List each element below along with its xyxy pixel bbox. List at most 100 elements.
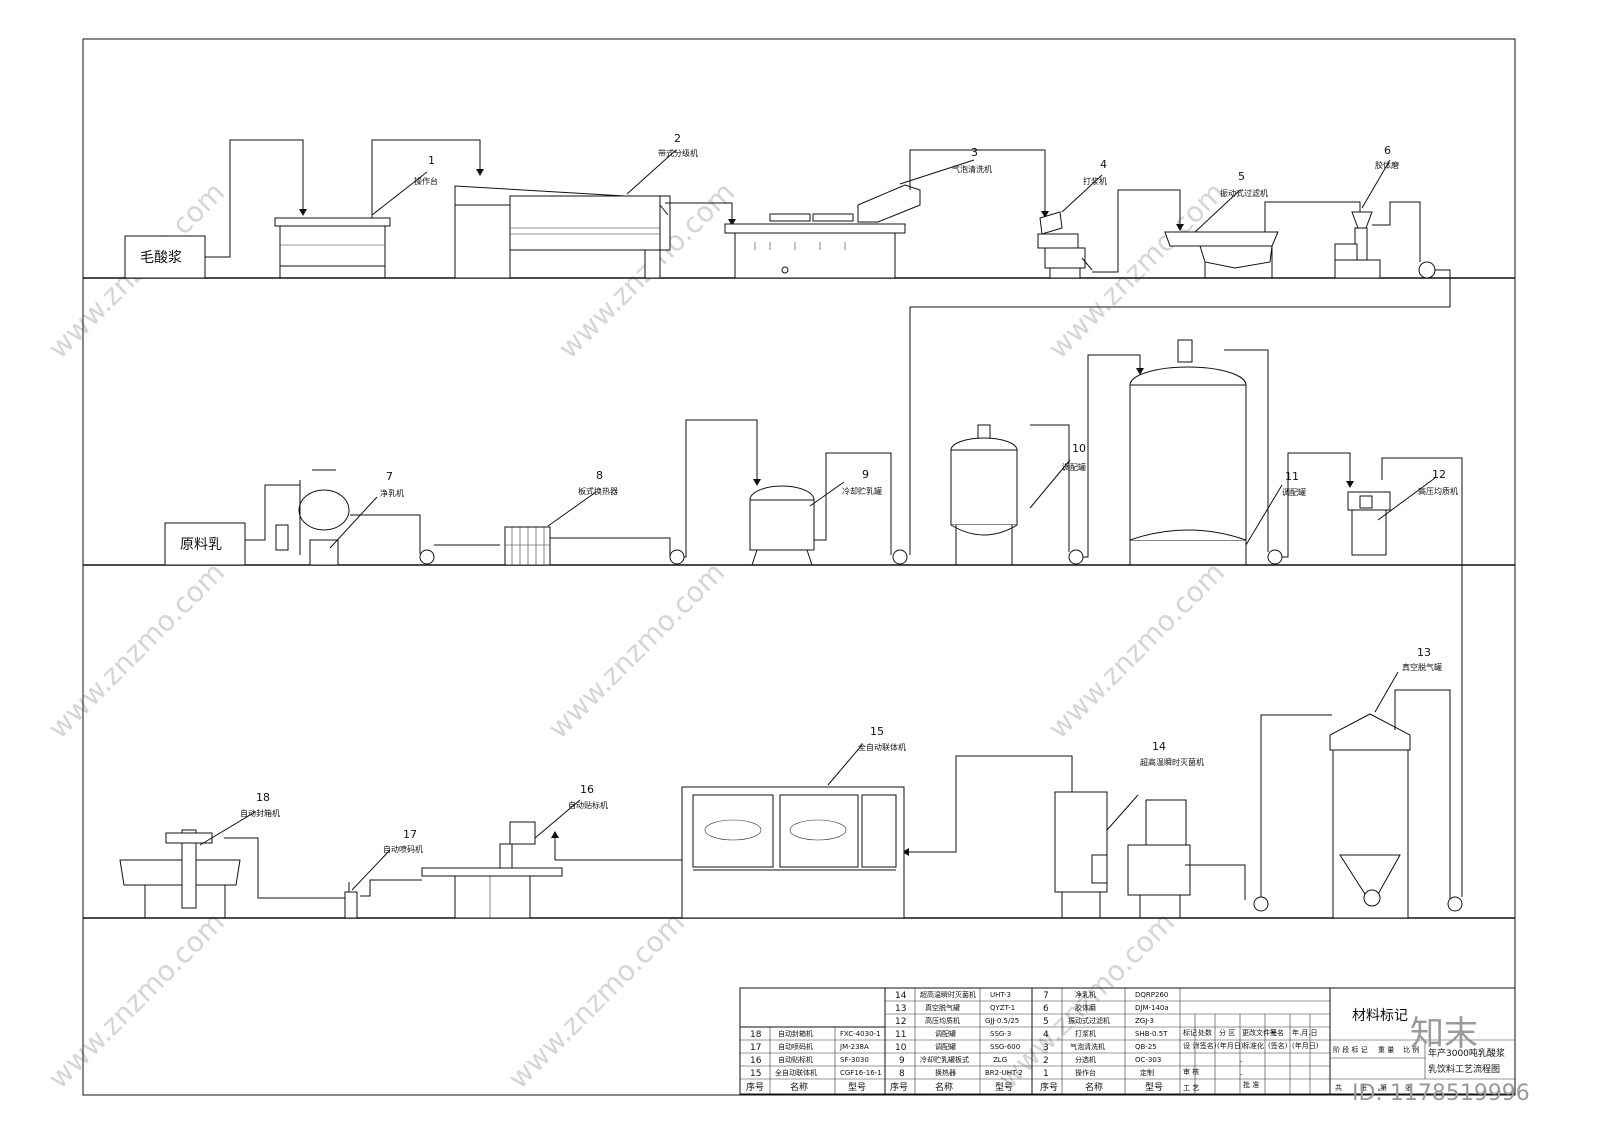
eq-no-18: 18 [256,791,270,804]
table-cell-text: GJJ-0.5/25 [985,1017,1019,1025]
table-cell-text: 3 [1043,1043,1049,1053]
table-cell-text: CGF16-16-1 [840,1069,882,1077]
table-cell-text: SSG-3 [990,1030,1011,1038]
table-cell-text: 审 核 [1183,1067,1199,1076]
table-cell-text: 型号 [848,1082,866,1093]
table-cell-text: (签名) [1197,1041,1217,1050]
table-cell-text: 标记 [1183,1028,1197,1037]
eq-name-4: 打浆机 [1083,176,1107,186]
eq-name-6: 胶体磨 [1375,160,1399,170]
svg-text:-: - [1240,1071,1243,1079]
title-block: 材料标记 阶 段 标 记 重 量 比 例 共 张 第 张 年产3000吨乳酸浆 … [1329,987,1516,1095]
table-cell-text: 比 例 [1403,1045,1419,1054]
bom-table: 18 自动封箱机 FXC-4030-1 17 自动喷码机 JM-238A 16 … [739,987,1331,1095]
drawing-title-line1: 年产3000吨乳酸浆 [1428,1047,1505,1059]
table-cell-text: 2 [1043,1056,1049,1066]
watermark-layer: www.znzmo.com www.znzmo.com www.znzmo.co… [42,176,1231,1095]
eq-no-13: 13 [1417,646,1431,659]
table-cell-text: 4 [1043,1030,1049,1040]
table-cell-text: 16 [750,1056,762,1066]
table-cell-text: 重 量 [1378,1046,1394,1054]
table-cell-text: SHB-0.5T [1135,1030,1168,1038]
table-cell-text: 更改文件号 [1242,1028,1277,1037]
table-cell-text: FXC-4030-1 [840,1030,881,1038]
table-cell-text: 名称 [935,1081,953,1093]
table-cell-text: 换热器 [935,1068,956,1077]
table-cell-text: 年.月.日 [1292,1028,1317,1037]
table-cell-text: 自动封箱机 [778,1029,813,1038]
eq-name-2: 带式分级机 [658,148,698,158]
table-cell-text: 序号 [1040,1081,1058,1093]
drawing-title-line2: 乳饮料工艺流程图 [1428,1063,1500,1075]
table-cell-text: 名称 [790,1081,808,1093]
table-cell-text: 17 [750,1043,761,1053]
eq-name-13: 真空脱气罐 [1402,662,1442,672]
table-cell-text: (年月日) [1217,1041,1244,1050]
eq-no-4: 4 [1100,158,1107,171]
eq-name-14: 超高温瞬时灭菌机 [1140,757,1204,767]
eq-name-11: 调配罐 [1282,487,1306,497]
watermark-url: www.znzmo.com [42,556,231,745]
table-cell-text: 1 [1043,1069,1049,1079]
eq-no-1: 1 [428,154,435,167]
eq-no-9: 9 [862,468,869,481]
table-cell-text: 11 [895,1030,906,1040]
eq-no-15: 15 [870,725,884,738]
eq-name-12: 高压均质机 [1418,486,1458,496]
table-cell-text: UHT-3 [990,991,1011,999]
eq-name-10: 调配罐 [1062,462,1086,472]
table-cell-text: 振动式过滤机 [1068,1016,1110,1025]
eq-name-7: 净乳机 [380,488,404,498]
table-cell-text: 分 区 [1219,1028,1235,1037]
table-cell-text: JM-238A [839,1043,869,1051]
watermark-url: www.znzmo.com [542,556,731,745]
table-cell-text: 共 [1335,1083,1342,1092]
eq-no-16: 16 [580,783,594,796]
table-cell-text: DJM-140a [1135,1004,1169,1012]
table-cell-text: 6 [1043,1004,1049,1014]
table-cell-text: 18 [750,1030,762,1040]
eq-name-18: 自动封箱机 [240,808,280,818]
table-cell-text: QB-25 [1135,1043,1157,1051]
table-cell-text: 8 [899,1069,905,1079]
table-cell-text: 调配罐 [935,1042,956,1051]
table-cell-text: 13 [895,1004,906,1014]
table-cell-text: 12 [895,1017,906,1027]
row-2-equipment: 原料乳 7 净乳机 8 板式换热器 9 冷却贮乳罐 [164,339,1463,897]
table-cell-text: (签名) [1268,1041,1288,1050]
eq-name-8: 板式换热器 [578,486,618,496]
table-cell-text: 15 [750,1069,761,1079]
watermark-url: www.znzmo.com [502,906,691,1095]
table-cell-text: 胶体磨 [1075,1003,1096,1012]
source-label-1: 毛酸浆 [140,250,182,266]
table-cell-text: 14 [895,991,907,1001]
svg-text:-: - [1240,1058,1243,1066]
eq-no-2: 2 [674,132,681,145]
table-cell-text: QYZT-1 [990,1004,1015,1012]
pump-icon [1418,261,1436,279]
table-cell-text: 9 [899,1056,905,1066]
eq-no-17: 17 [403,828,417,841]
table-cell-text: 调配罐 [935,1029,956,1038]
watermark-url: www.znzmo.com [42,906,231,1095]
eq-no-14: 14 [1152,740,1166,753]
source-box-1 [124,235,206,279]
table-cell-text: OC-303 [1135,1056,1161,1064]
table-cell-text: 序号 [890,1081,908,1093]
table-cell-text: 型号 [1145,1082,1163,1093]
table-cell-text: 5 [1043,1017,1049,1027]
watermark-url: www.znzmo.com [992,906,1181,1095]
table-cell-text: ZGJ-3 [1135,1017,1154,1025]
table-cell-text: 批 准 [1243,1080,1259,1089]
table-cell-text: 张 [1405,1083,1412,1092]
table-cell-text: 高压均质机 [925,1016,960,1025]
eq-no-11: 11 [1285,470,1299,483]
table-cell-text: 冷却贮乳罐板式 [920,1055,969,1064]
table-cell-text: 定制 [1140,1068,1154,1077]
table-cell-text: (年月日) [1292,1041,1319,1050]
table-cell-text: 自动贴标机 [778,1055,813,1064]
table-cell-text: 真空脱气罐 [925,1003,960,1012]
table-cell-text: 气泡清洗机 [1070,1042,1105,1051]
table-cell-text: 处数 [1198,1028,1212,1037]
